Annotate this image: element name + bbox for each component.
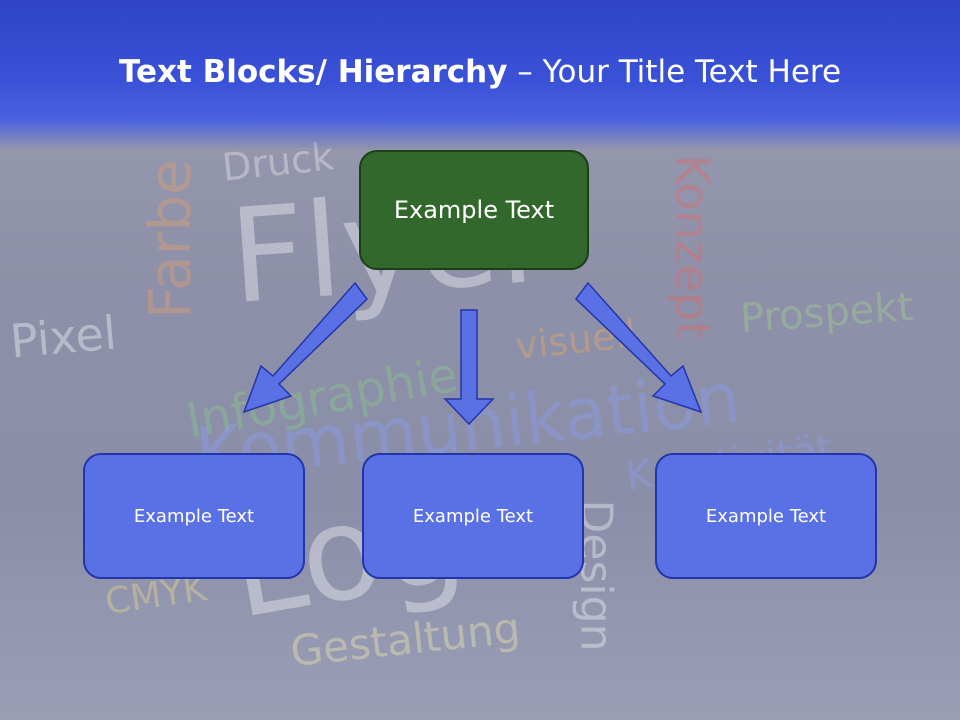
arrow-center [443, 309, 495, 426]
child-label-right: Example Text [705, 505, 827, 527]
arrow-right [575, 281, 703, 414]
title-bold: Text Blocks/ Hierarchy [118, 54, 508, 90]
child-box-center[interactable]: Example Text [362, 453, 584, 579]
arrow-left [242, 281, 368, 414]
top-level-label: Example Text [393, 196, 555, 224]
child-label-left: Example Text [133, 505, 255, 527]
child-label-center: Example Text [412, 505, 534, 527]
title-dash: – [507, 54, 543, 90]
title-rest: Your Title Text Here [542, 54, 842, 90]
child-box-left[interactable]: Example Text [83, 453, 305, 579]
top-level-box[interactable]: Example Text [359, 150, 589, 270]
page-title: Text Blocks/ Hierarchy – Your Title Text… [0, 54, 960, 90]
child-box-right[interactable]: Example Text [655, 453, 877, 579]
title-bar [0, 0, 960, 150]
